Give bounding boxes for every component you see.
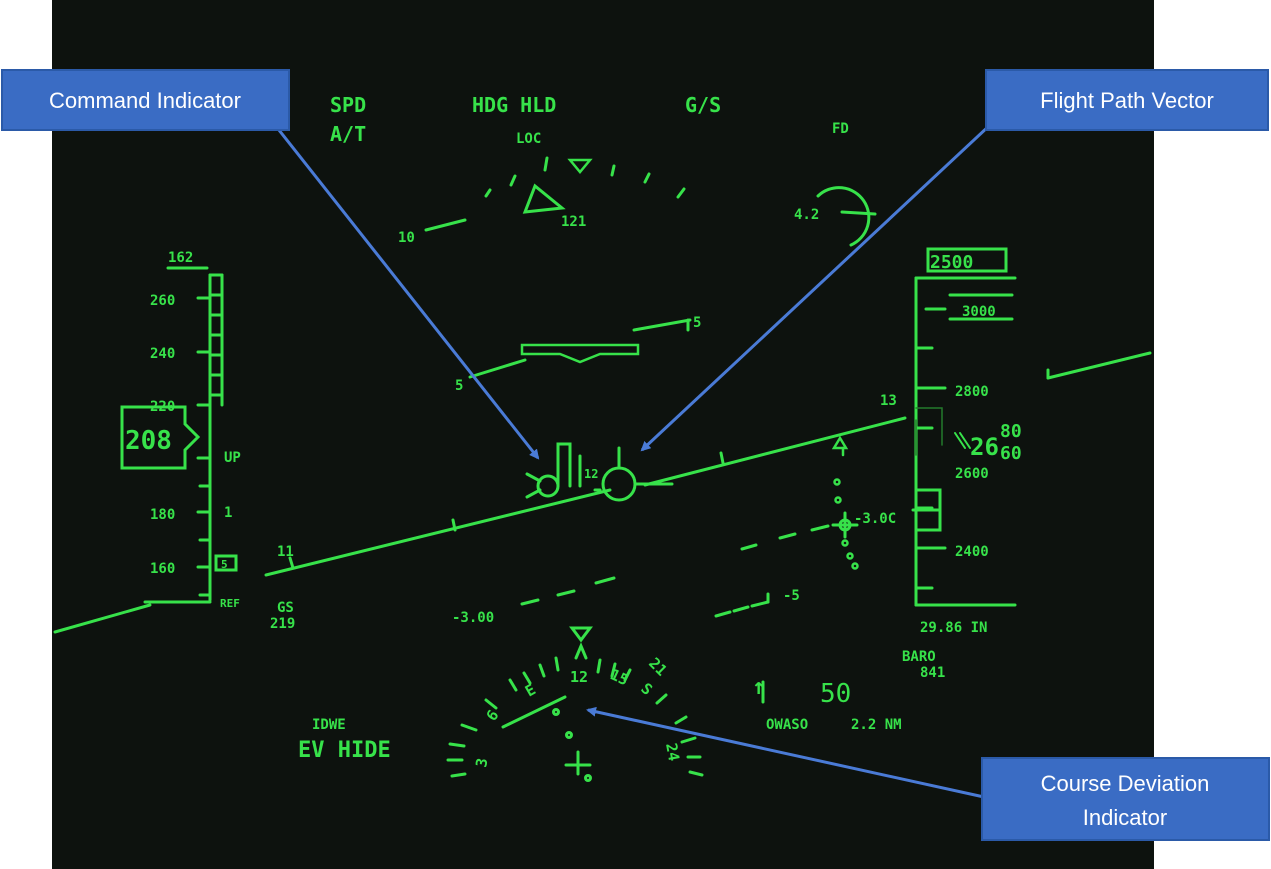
baro-label: BARO [902, 649, 936, 665]
heading-bug-icon [522, 183, 566, 214]
altitude-current: 26 [970, 433, 999, 461]
flap-1: 1 [224, 505, 232, 521]
compass-rose [446, 626, 704, 782]
heading-value: 121 [561, 214, 586, 230]
waypoint-name: OWASO [766, 717, 808, 733]
gs-label: GS [277, 600, 294, 616]
speed-tick-180: 180 [150, 507, 175, 523]
cdi-callout-arrow [586, 706, 985, 799]
status-line2: EV HIDE [298, 738, 391, 763]
callout-command: Command Indicator [1, 69, 290, 131]
speed-selected: 162 [168, 250, 193, 266]
mode-spd: SPD [330, 93, 366, 117]
glide-left: -3.00 [452, 610, 494, 626]
callout-command-label: Command Indicator [49, 88, 241, 113]
altitude-tick-2800: 2800 [955, 384, 989, 400]
speed-ref: REF [220, 597, 240, 610]
baro-setting: 29.86 IN [920, 620, 987, 636]
pitch-ladder [468, 318, 692, 379]
altitude-selected: 2500 [930, 252, 973, 273]
horizon-left: 11 [277, 544, 294, 560]
altitude-tick-2400: 2400 [955, 544, 989, 560]
pitch-lower: 5 [455, 378, 463, 394]
speed-tick-260: 260 [150, 293, 175, 309]
waypoint-distance: 2.2 NM [851, 717, 902, 733]
speed-tape [120, 266, 238, 604]
command-callout-arrow [273, 124, 540, 460]
speed-readout-box [120, 405, 201, 470]
horizon-right: 13 [880, 393, 897, 409]
mode-gs: G/S [685, 93, 721, 117]
localizer-dots [831, 435, 859, 570]
compass-label-24: 24 [662, 742, 683, 763]
compass-label-3: 3 [472, 757, 491, 769]
altitude-bug: 3000 [962, 304, 996, 320]
altitude-tape [911, 247, 1017, 607]
callout-cdi-line2: Indicator [1083, 805, 1167, 830]
heading-scale [424, 156, 686, 232]
course-needle-icon [501, 695, 567, 729]
glide-path-markers [520, 511, 859, 618]
speed-tick-240: 240 [150, 346, 175, 362]
dial-value: 4.2 [794, 207, 819, 223]
waypoint-arrow: ↑ [752, 675, 765, 700]
horizon-line [53, 351, 1152, 634]
callout-cdi: Course Deviation Indicator [981, 757, 1270, 841]
gs-value: 219 [270, 616, 295, 632]
status-line1: IDWE [312, 717, 346, 733]
command-indicator [525, 442, 582, 499]
aircraft-reference-icon [520, 343, 640, 364]
flap-up: UP [224, 450, 241, 466]
mode-at: A/T [330, 122, 366, 146]
flight-path-vector-icon [593, 446, 674, 502]
compass-label-12: 12 [570, 668, 588, 686]
glide-right: -5 [783, 588, 800, 604]
waypoint-distance-big: 50 [820, 679, 851, 709]
mode-fd: FD [832, 121, 849, 137]
compass-label-15: 15 [607, 665, 631, 689]
callout-fpv-label: Flight Path Vector [1040, 88, 1214, 113]
speed-tick-220: 220 [150, 399, 175, 415]
callout-cdi-line1: Course Deviation [1041, 771, 1210, 796]
heading-left-mark: 10 [398, 230, 415, 246]
speed-bug: 5 [221, 558, 228, 571]
pitch-upper: 5 [693, 315, 701, 331]
mode-hdg-hld: HDG HLD [472, 93, 556, 117]
fpv-callout-arrow [640, 123, 992, 452]
baro-value: 841 [920, 665, 945, 681]
glide-slope-value: -3.0C [854, 511, 896, 527]
speed-tick-160: 160 [150, 561, 175, 577]
fd-dial [816, 186, 877, 247]
speed-current: 208 [125, 426, 172, 456]
mode-loc: LOC [516, 131, 541, 147]
altitude-roll-top: 80 [1000, 421, 1022, 442]
callout-fpv: Flight Path Vector [985, 69, 1269, 131]
altitude-partial: 2600 [955, 466, 989, 482]
altitude-roll-bottom: 60 [1000, 443, 1022, 464]
horizon-center: 12 [584, 467, 598, 481]
